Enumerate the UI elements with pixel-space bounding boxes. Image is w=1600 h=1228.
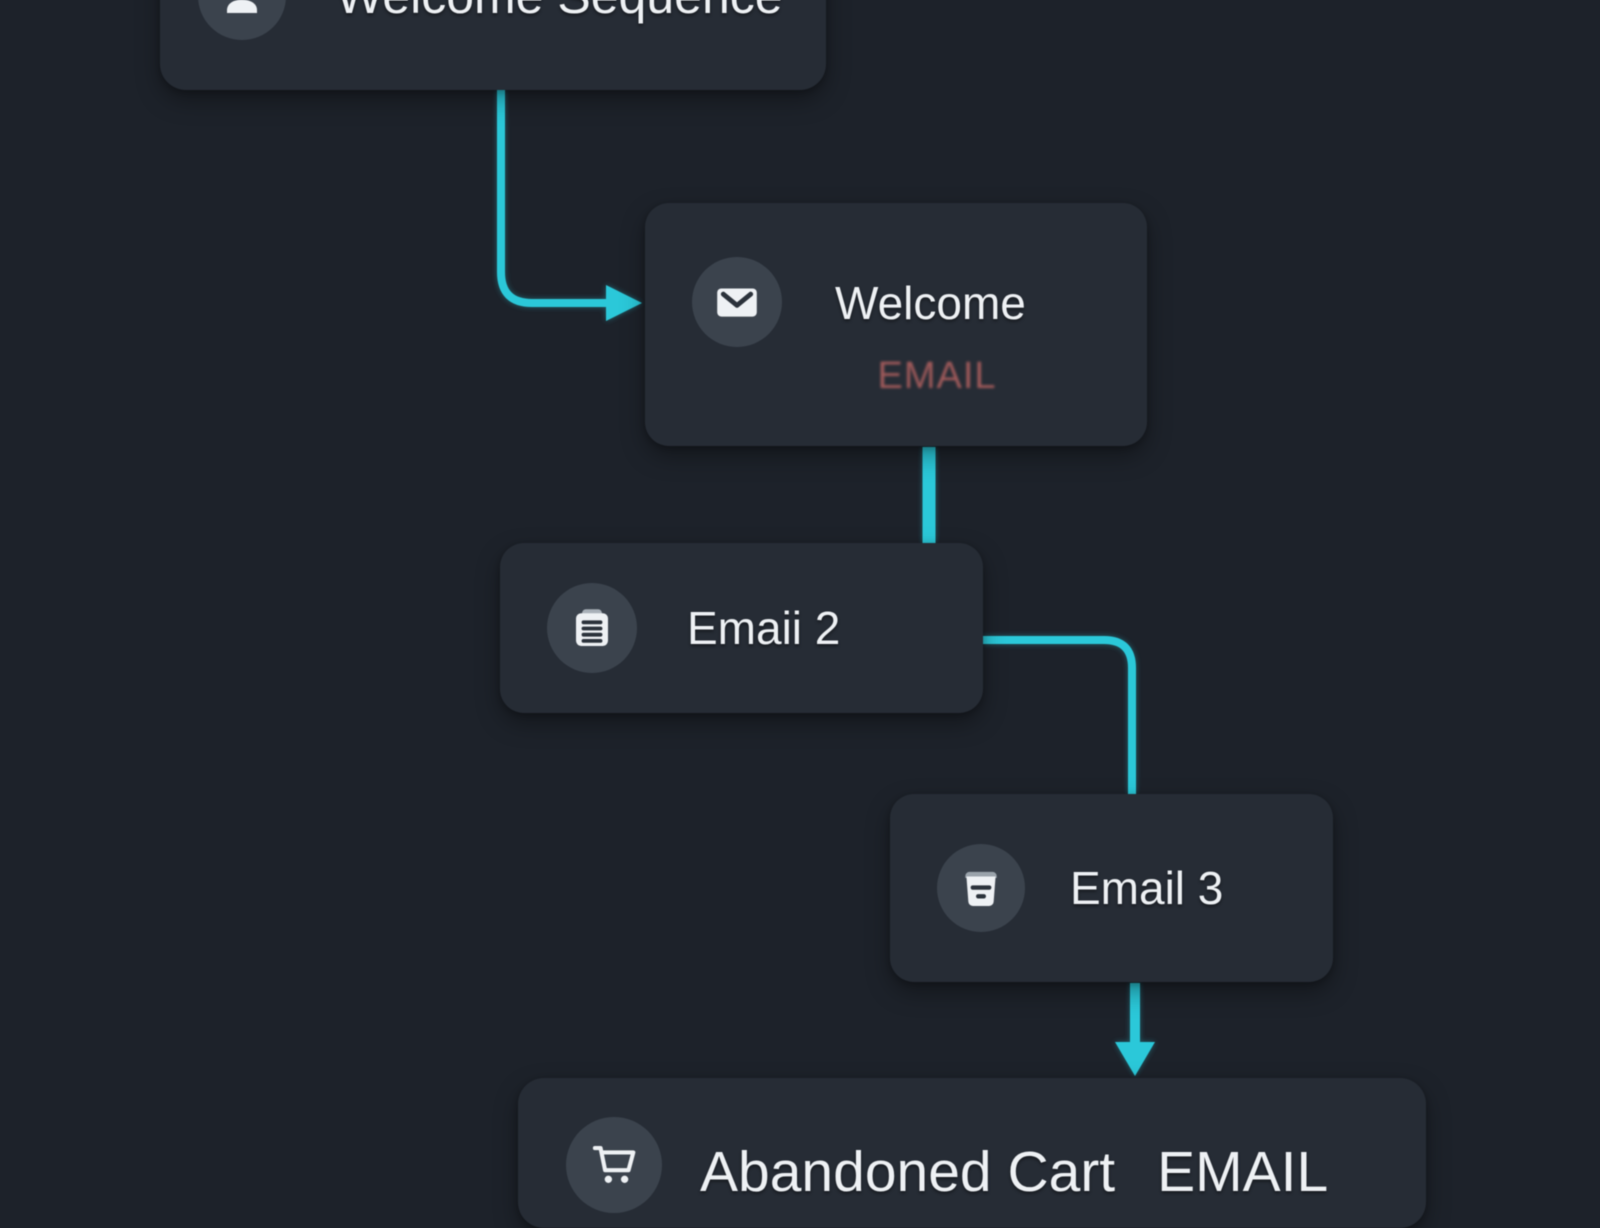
envelope-icon: [717, 288, 757, 317]
node-welcome-sequence[interactable]: Welcome Sequence: [160, 0, 826, 90]
email-type-label: EMAIL: [1157, 1140, 1329, 1204]
node-email-3[interactable]: Email 3: [890, 794, 1333, 982]
person-icon: [227, 0, 257, 13]
node-icon-circle: [937, 844, 1025, 932]
node-abandoned-cart[interactable]: Abandoned Cart EMAIL: [518, 1078, 1426, 1228]
node-icon-circle: [198, 0, 286, 40]
node-title: Welcome Sequence: [336, 0, 783, 26]
connector-welcome-sequence-to-welcome[interactable]: [497, 90, 642, 321]
node-icon-circle: [547, 583, 637, 673]
node-title: Emaii 2: [687, 602, 841, 654]
connector-layer: [497, 90, 1155, 1076]
archive-icon: [965, 871, 997, 907]
connector-email-3-to-abandoned-cart[interactable]: [1115, 983, 1155, 1076]
node-title: Email 3: [1070, 862, 1224, 914]
node-icon-circle: [692, 257, 782, 347]
clipboard-icon: [576, 609, 608, 646]
node-icon-circle: [566, 1117, 662, 1213]
cart-icon: [592, 1146, 636, 1183]
node-welcome[interactable]: Welcome EMAIL: [645, 203, 1147, 446]
node-title: Welcome: [835, 277, 1026, 329]
arrowhead-down-icon: [1115, 1042, 1155, 1076]
node-email-2[interactable]: Emaii 2: [500, 543, 983, 713]
node-title: Abandoned Cart: [700, 1140, 1116, 1204]
email-type-tag: EMAIL: [877, 355, 997, 397]
connector-email-2-to-email-3[interactable]: [983, 636, 1136, 794]
arrowhead-right-icon: [606, 285, 642, 321]
node-title-row: Abandoned Cart EMAIL: [700, 1140, 1328, 1204]
